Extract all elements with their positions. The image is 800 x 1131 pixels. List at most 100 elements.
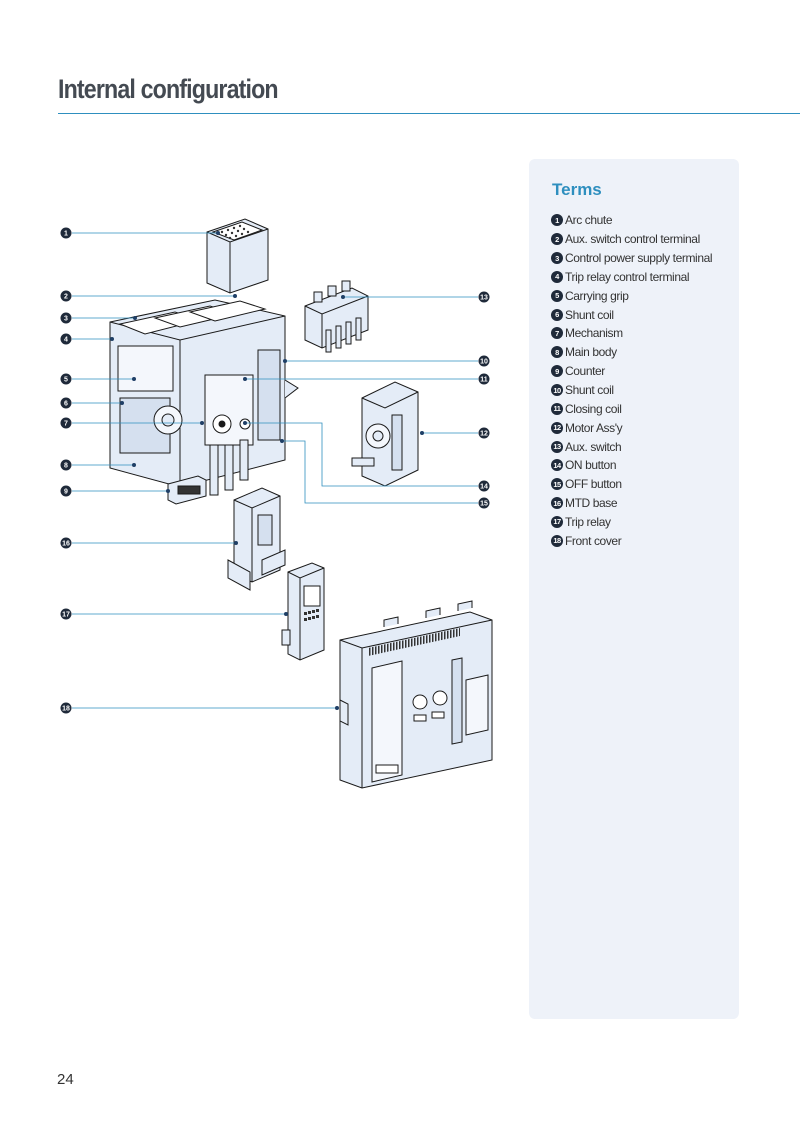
term-number-badge: 6 bbox=[551, 308, 563, 321]
term-label: Control power supply terminal bbox=[565, 251, 713, 266]
term-label: Main body bbox=[565, 345, 617, 360]
term-label: Counter bbox=[565, 364, 605, 379]
svg-text:12: 12 bbox=[480, 431, 488, 438]
term-label: Trip relay bbox=[565, 514, 611, 529]
term-number-badge: 5 bbox=[551, 289, 563, 302]
term-label: MTD base bbox=[565, 496, 618, 511]
terms-heading: Terms bbox=[552, 180, 602, 199]
callout-7: 7 bbox=[60, 417, 72, 429]
term-number-badge: 12 bbox=[551, 421, 563, 434]
term-label: OFF button bbox=[565, 477, 622, 492]
svg-text:8: 8 bbox=[64, 463, 68, 470]
term-number-badge: 9 bbox=[551, 365, 563, 378]
term-number-badge: 1 bbox=[551, 214, 563, 227]
term-number-badge: 14 bbox=[551, 459, 563, 472]
svg-text:5: 5 bbox=[64, 377, 68, 384]
svg-text:17: 17 bbox=[62, 612, 70, 619]
term-number-badge: 11 bbox=[551, 402, 563, 415]
callout-16: 16 bbox=[60, 537, 72, 549]
aux-switch-part bbox=[304, 280, 369, 353]
callout-11: 11 bbox=[478, 373, 490, 385]
svg-text:16: 16 bbox=[62, 541, 70, 548]
term-label: Arc chute bbox=[565, 213, 613, 228]
svg-text:13: 13 bbox=[480, 295, 488, 302]
svg-text:11: 11 bbox=[480, 377, 488, 384]
term-label: Shunt coil bbox=[565, 383, 614, 398]
trip-relay-part bbox=[281, 562, 325, 661]
svg-text:14: 14 bbox=[480, 484, 488, 491]
svg-text:2: 2 bbox=[64, 294, 68, 301]
svg-text:7: 7 bbox=[64, 421, 68, 428]
term-label: Trip relay control terminal bbox=[565, 269, 690, 284]
front-cover-part bbox=[339, 600, 493, 789]
page-number: 24 bbox=[57, 1071, 74, 1088]
svg-text:15: 15 bbox=[480, 501, 488, 508]
callout-10: 10 bbox=[478, 355, 490, 367]
leader-lines bbox=[72, 232, 478, 709]
term-label: Aux. switch control terminal bbox=[565, 232, 700, 247]
term-number-badge: 18 bbox=[551, 534, 563, 547]
svg-text:10: 10 bbox=[480, 359, 488, 366]
callout-2: 2 bbox=[60, 290, 72, 302]
term-number-badge: 4 bbox=[551, 270, 563, 283]
term-number-badge: 7 bbox=[551, 327, 563, 340]
term-label: Carrying grip bbox=[565, 288, 629, 303]
callout-8: 8 bbox=[60, 459, 72, 471]
term-label: Motor Ass'y bbox=[565, 420, 623, 435]
svg-text:6: 6 bbox=[64, 401, 68, 408]
callout-3: 3 bbox=[60, 312, 72, 324]
page-title: Internal configuration bbox=[58, 74, 279, 104]
callout-4: 4 bbox=[60, 333, 72, 345]
callout-17: 17 bbox=[60, 608, 72, 620]
callout-1: 1 bbox=[60, 227, 72, 239]
term-label: ON button bbox=[565, 458, 617, 473]
svg-text:1: 1 bbox=[64, 231, 68, 238]
callout-5: 5 bbox=[60, 373, 72, 385]
svg-text:3: 3 bbox=[64, 316, 68, 323]
leader-dots bbox=[110, 231, 424, 710]
svg-text:18: 18 bbox=[62, 706, 70, 713]
term-number-badge: 8 bbox=[551, 346, 563, 359]
motor-assy-part bbox=[351, 381, 419, 487]
callout-18: 18 bbox=[60, 702, 72, 714]
callout-12: 12 bbox=[478, 427, 490, 439]
term-number-badge: 13 bbox=[551, 440, 563, 453]
svg-text:4: 4 bbox=[64, 337, 68, 344]
title-rule bbox=[58, 113, 800, 114]
term-number-badge: 2 bbox=[551, 233, 563, 246]
term-number-badge: 17 bbox=[551, 515, 563, 528]
term-number-badge: 3 bbox=[551, 252, 563, 265]
term-label: Closing coil bbox=[565, 401, 622, 416]
arc-chute-part bbox=[206, 218, 269, 294]
term-number-badge: 15 bbox=[551, 478, 563, 491]
term-number-badge: 10 bbox=[551, 384, 563, 397]
main-body-part bbox=[109, 299, 299, 496]
callout-9: 9 bbox=[60, 485, 72, 497]
term-label: Mechanism bbox=[565, 326, 623, 341]
term-label: Shunt coil bbox=[565, 307, 614, 322]
term-label: Aux. switch bbox=[565, 439, 622, 454]
counter-part bbox=[167, 475, 207, 505]
mtd-base-part bbox=[227, 487, 286, 591]
callout-15: 15 bbox=[478, 497, 490, 509]
callout-6: 6 bbox=[60, 397, 72, 409]
